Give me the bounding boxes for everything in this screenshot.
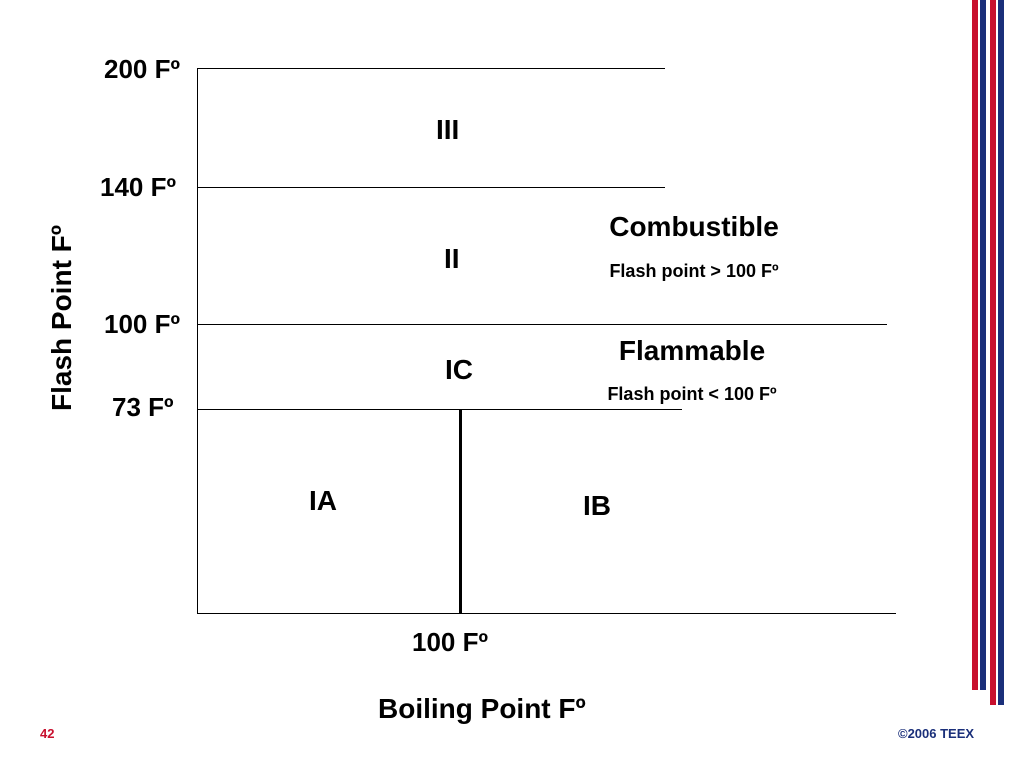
x-axis-line: [197, 613, 896, 614]
decorative-stripe-blue-2: [998, 0, 1004, 705]
y-tick-200: 200 Fº: [104, 54, 180, 84]
line-140: [197, 187, 665, 188]
y-tick-73: 73 Fº: [112, 392, 174, 422]
x-tick-100: 100 Fº: [412, 627, 488, 657]
decorative-stripe-red-1: [972, 0, 978, 690]
copyright-text: ©2006 TEEX: [898, 726, 975, 741]
y-tick-140: 140 Fº: [100, 172, 176, 202]
decorative-stripe-red-2: [990, 0, 996, 705]
page-number: 42: [40, 726, 55, 741]
decorative-stripe-blue-1: [980, 0, 986, 690]
line-200: [197, 68, 665, 69]
class-III-label: III: [436, 114, 460, 145]
flammable-note: Flash point < 100 Fº: [607, 384, 777, 404]
line-73: [197, 409, 682, 410]
line-100: [197, 324, 887, 325]
class-IB-label: IB: [583, 490, 611, 521]
x-axis-title: Boiling Point Fº: [378, 693, 586, 724]
y-tick-100: 100 Fº: [104, 309, 180, 339]
boiling-divider-line: [459, 409, 462, 613]
combustible-title: Combustible: [609, 211, 779, 242]
class-II-label: II: [444, 243, 460, 274]
flammable-title: Flammable: [618, 335, 766, 366]
class-IC-label: IC: [445, 354, 473, 385]
combustible-note: Flash point > 100 Fº: [609, 261, 779, 281]
y-axis-line: [197, 68, 198, 613]
class-IA-label: IA: [309, 485, 337, 516]
y-axis-title: Flash Point Fº: [46, 224, 77, 412]
